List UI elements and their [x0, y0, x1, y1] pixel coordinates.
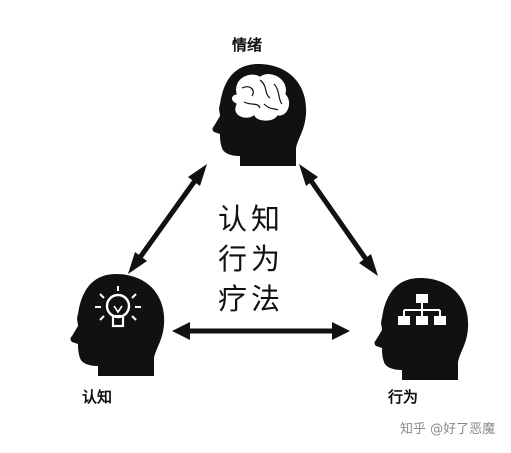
lightbulb-icon [95, 286, 141, 328]
arrow-emotion-behavior [299, 164, 378, 276]
arrow-cognition-behavior [172, 322, 350, 340]
center-title-line-3: 疗法 [218, 282, 285, 316]
behavior-label: 行为 [388, 388, 419, 406]
cognition-head-icon [70, 274, 165, 376]
flowchart-icon [398, 294, 446, 325]
watermark-text: 知乎 @好了恶魔 [400, 422, 496, 437]
behavior-head-icon [374, 278, 469, 380]
emotion-label: 情绪 [232, 36, 263, 54]
center-title-line-1: 认知 [218, 202, 285, 236]
center-title-line-2: 行为 [218, 242, 285, 276]
brain-icon [230, 72, 291, 122]
cognition-label: 认知 [82, 388, 113, 406]
emotion-head-icon [212, 64, 307, 166]
arrow-emotion-cognition [128, 164, 207, 274]
